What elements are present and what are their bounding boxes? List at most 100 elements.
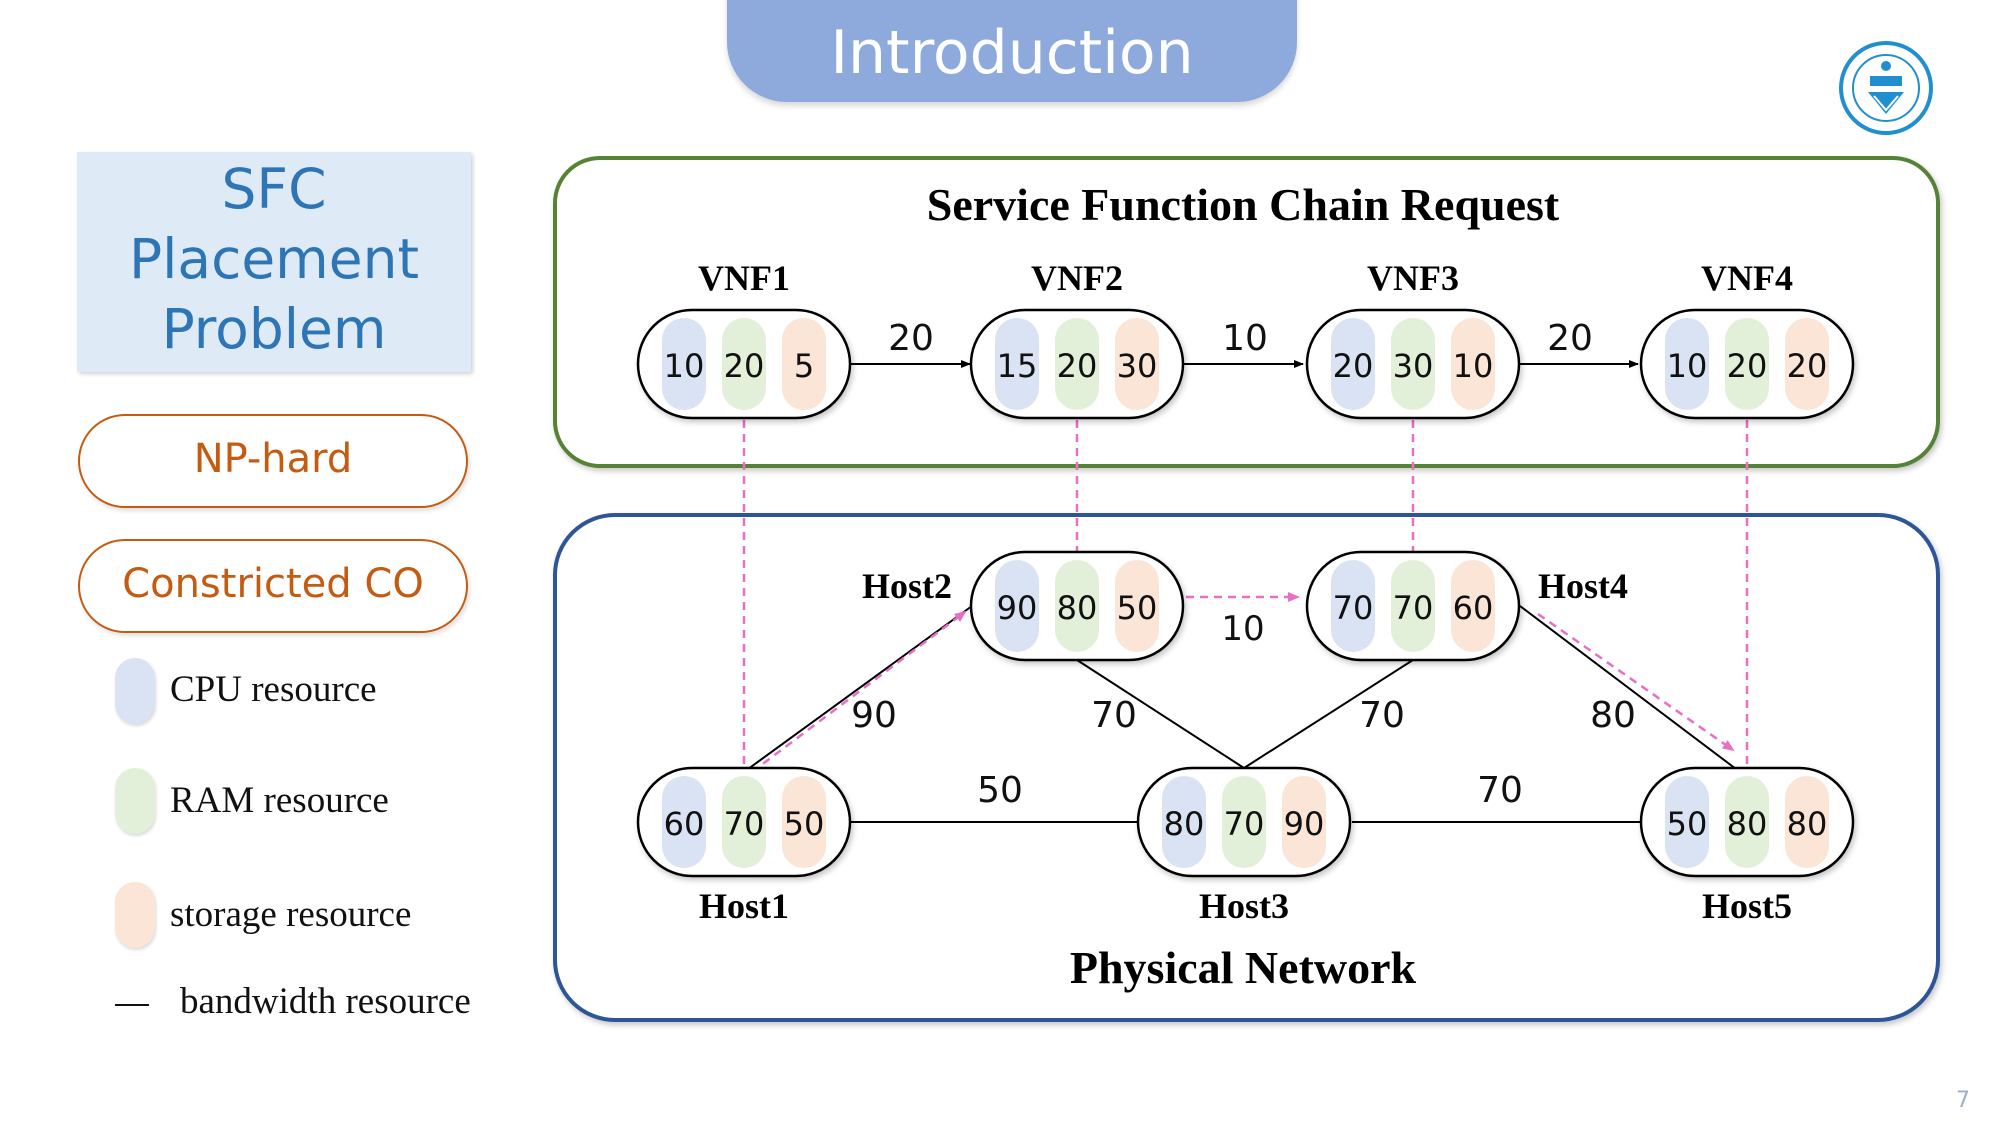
physical-link-host4-host5 bbox=[1519, 605, 1741, 773]
header-tab bbox=[727, 0, 1297, 102]
physical-network-title: Physical Network bbox=[1070, 942, 1417, 993]
vnf2-ram-value: 20 bbox=[1057, 347, 1098, 385]
vnf4-cpu-value: 10 bbox=[1667, 347, 1708, 385]
vnf4-label: VNF4 bbox=[1701, 258, 1793, 298]
vnf2-cpu-slot bbox=[995, 318, 1039, 410]
host5-storage-value: 80 bbox=[1787, 805, 1828, 843]
page-title: Introduction bbox=[830, 18, 1194, 88]
legend-storage-swatch bbox=[115, 882, 155, 948]
legend-storage-label: storage resource bbox=[170, 894, 412, 935]
vnf4-ram-slot bbox=[1725, 318, 1769, 410]
host2-storage-value: 50 bbox=[1117, 589, 1158, 627]
vnf2-label: VNF2 bbox=[1031, 258, 1123, 298]
host4-ram-slot bbox=[1391, 560, 1435, 652]
vnf2-ram-slot bbox=[1055, 318, 1099, 410]
vnf3-label: VNF3 bbox=[1367, 258, 1459, 298]
host3-label: Host3 bbox=[1199, 886, 1289, 926]
vnf4: 10 20 20 bbox=[1639, 308, 1855, 420]
legend-bandwidth-label: bandwidth resource bbox=[180, 981, 471, 1022]
host1-storage-value: 50 bbox=[784, 805, 825, 843]
host1-storage-slot bbox=[782, 776, 826, 868]
vnf2-storage-slot bbox=[1115, 318, 1159, 410]
problem-title: SFC Placement Problem bbox=[128, 157, 420, 361]
vnf2-cpu-value: 15 bbox=[997, 347, 1038, 385]
host3-cpu-slot bbox=[1162, 776, 1206, 868]
vnf1-storage-slot bbox=[782, 318, 826, 410]
vnf3: 20 30 10 bbox=[1305, 308, 1521, 420]
physical-link-host3-host5-bandwidth: 70 bbox=[1477, 770, 1523, 811]
vnf1-cpu-slot bbox=[662, 318, 706, 410]
sfc-request-title: Service Function Chain Request bbox=[927, 179, 1560, 230]
physical-link-host3-host4 bbox=[1243, 659, 1414, 769]
vnf3-ram-value: 30 bbox=[1393, 347, 1434, 385]
host3-ram-slot bbox=[1222, 776, 1266, 868]
page-number: 7 bbox=[1956, 1088, 1970, 1113]
host5-ram-value: 80 bbox=[1727, 805, 1768, 843]
host2: 90 80 50 bbox=[969, 550, 1185, 662]
physical-link-host1-host3-bandwidth: 50 bbox=[977, 770, 1023, 811]
host4-storage-slot bbox=[1451, 560, 1495, 652]
sfc-link-1-bandwidth: 20 bbox=[888, 318, 934, 359]
host4-cpu-slot bbox=[1331, 560, 1375, 652]
legend-ram-swatch bbox=[115, 768, 155, 834]
legend-cpu-swatch bbox=[115, 658, 155, 724]
host4-storage-value: 60 bbox=[1453, 589, 1494, 627]
host3-ram-value: 70 bbox=[1224, 805, 1265, 843]
vnf2: 15 20 30 bbox=[969, 308, 1185, 420]
vnf4-ram-value: 20 bbox=[1727, 347, 1768, 385]
host2-ram-value: 80 bbox=[1057, 589, 1098, 627]
host5-cpu-value: 50 bbox=[1667, 805, 1708, 843]
host4-cpu-value: 70 bbox=[1333, 589, 1374, 627]
host1-label: Host1 bbox=[699, 886, 789, 926]
vnf4-storage-value: 20 bbox=[1787, 347, 1828, 385]
physical-link-host2-host3-bandwidth: 70 bbox=[1091, 695, 1137, 736]
physical-link-host3-host4-bandwidth: 70 bbox=[1359, 695, 1405, 736]
physical-link-host1-host2-bandwidth: 90 bbox=[851, 695, 897, 736]
vnf4-storage-slot bbox=[1785, 318, 1829, 410]
vnf3-ram-slot bbox=[1391, 318, 1435, 410]
physical-link-host2-host3 bbox=[1076, 659, 1245, 769]
vnf1-label: VNF1 bbox=[698, 258, 790, 298]
sfc-link-2-bandwidth: 10 bbox=[1222, 318, 1268, 359]
vnf4-cpu-slot bbox=[1665, 318, 1709, 410]
legend-cpu-label: CPU resource bbox=[170, 669, 377, 710]
host2-cpu-value: 90 bbox=[997, 589, 1038, 627]
host4-ram-value: 70 bbox=[1393, 589, 1434, 627]
vnf1-storage-value: 5 bbox=[794, 347, 814, 385]
host5-storage-slot bbox=[1785, 776, 1829, 868]
vnf2-storage-value: 30 bbox=[1117, 347, 1158, 385]
host4-label: Host4 bbox=[1538, 566, 1628, 606]
physical-link-host2-host4-bandwidth: 10 bbox=[1221, 609, 1264, 649]
host2-label: Host2 bbox=[862, 566, 952, 606]
mapping-path-host4-host5 bbox=[1537, 612, 1735, 752]
host3-cpu-value: 80 bbox=[1164, 805, 1205, 843]
vnf1-cpu-value: 10 bbox=[664, 347, 705, 385]
vnf3-storage-value: 10 bbox=[1453, 347, 1494, 385]
sfc-request-frame bbox=[553, 156, 1940, 468]
host3-storage-slot bbox=[1282, 776, 1326, 868]
host4: 70 70 60 bbox=[1305, 550, 1521, 662]
university-logo-icon bbox=[1839, 41, 1933, 135]
host1-ram-value: 70 bbox=[724, 805, 765, 843]
host1-cpu-slot bbox=[662, 776, 706, 868]
host5-ram-slot bbox=[1725, 776, 1769, 868]
physical-link-host1-host2 bbox=[743, 605, 973, 773]
physical-link-host4-host5-bandwidth: 80 bbox=[1590, 695, 1636, 736]
vnf3-cpu-slot bbox=[1331, 318, 1375, 410]
legend-bandwidth-line bbox=[115, 1004, 149, 1006]
host2-ram-slot bbox=[1055, 560, 1099, 652]
host5-cpu-slot bbox=[1665, 776, 1709, 868]
sfc-link-3-bandwidth: 20 bbox=[1547, 318, 1593, 359]
vnf3-storage-slot bbox=[1451, 318, 1495, 410]
host5: 50 80 80 bbox=[1639, 766, 1855, 878]
legend-ram-label: RAM resource bbox=[170, 780, 389, 821]
host2-cpu-slot bbox=[995, 560, 1039, 652]
vnf3-cpu-value: 20 bbox=[1333, 347, 1374, 385]
host1-ram-slot bbox=[722, 776, 766, 868]
constricted-co-tag bbox=[78, 539, 468, 633]
